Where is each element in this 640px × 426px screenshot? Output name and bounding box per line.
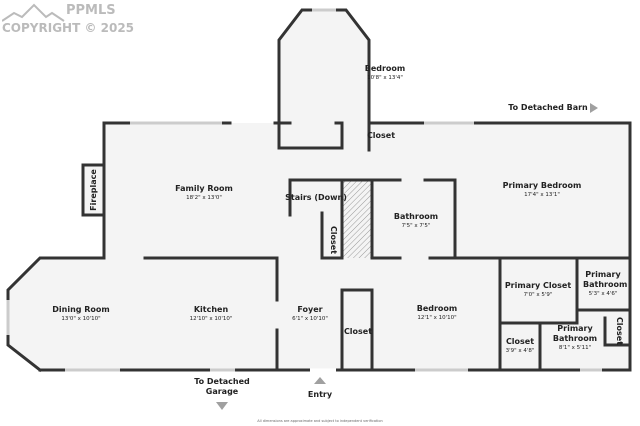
room-bedroom-upper: Bedroom 10'8" x 13'4" bbox=[365, 64, 406, 82]
room-dims: 17'4" x 13'1" bbox=[524, 192, 560, 198]
entry-label: Entry bbox=[307, 390, 333, 399]
fireplace: Fireplace bbox=[89, 169, 99, 211]
room-stair-closet: Closet bbox=[328, 226, 338, 254]
room-dims: 5'3" x 4'6" bbox=[588, 291, 618, 297]
room-family-room: Family Room 18'2" x 13'0" bbox=[175, 184, 233, 202]
room-dims: 8'1" x 5'11" bbox=[558, 345, 592, 351]
room-dims: 12'10" x 10'10" bbox=[189, 316, 233, 322]
room-bath-closet: Closet bbox=[614, 317, 624, 345]
room-bathroom: Bathroom 7'5" x 7'5" bbox=[394, 212, 438, 230]
room-name: Stairs (Down) bbox=[285, 193, 347, 202]
room-dims: 6'1" x 10'10" bbox=[292, 316, 328, 322]
watermark-brand: PPMLS bbox=[66, 3, 116, 18]
room-dims: 7'0" x 5'9" bbox=[523, 292, 553, 298]
barn-arrow-icon bbox=[590, 103, 598, 113]
room-dims: 13'0" x 10'10" bbox=[61, 316, 101, 322]
room-closet-upper: Closet bbox=[367, 131, 395, 141]
room-stairs: Stairs (Down) bbox=[285, 193, 347, 203]
room-dims: 18'2" x 13'0" bbox=[186, 195, 222, 201]
room-name: Primary Bathroom bbox=[552, 324, 598, 343]
barn-label: To Detached Barn bbox=[508, 103, 588, 112]
room-name: Primary Closet bbox=[504, 281, 572, 290]
room-bedroom-lower: Bedroom 12'1" x 10'10" bbox=[417, 304, 458, 322]
garage-arrow-icon bbox=[216, 402, 228, 410]
room-name: Kitchen bbox=[193, 305, 229, 314]
room-name: Primary Bedroom bbox=[502, 181, 582, 190]
room-dims: 3'9" x 4'8" bbox=[505, 348, 535, 354]
room-kitchen: Kitchen 12'10" x 10'10" bbox=[190, 305, 233, 323]
room-name: Family Room bbox=[175, 184, 233, 193]
room-primary-bathroom: Primary Bathroom 8'1" x 5'11" bbox=[550, 324, 600, 352]
room-name: Dining Room bbox=[52, 305, 110, 314]
room-primary-bedroom: Primary Bedroom 17'4" x 13'1" bbox=[503, 181, 582, 199]
room-name: Foyer bbox=[297, 305, 323, 314]
room-name: Bedroom bbox=[364, 64, 406, 73]
garage-label: To Detached Garage bbox=[194, 377, 250, 396]
room-name: Closet bbox=[505, 337, 535, 346]
room-foyer: Foyer 6'1" x 10'10" bbox=[292, 305, 328, 323]
room-dims: 10'8" x 13'4" bbox=[367, 75, 403, 81]
room-dims: 7'5" x 7'5" bbox=[401, 223, 431, 229]
mountain-logo-icon bbox=[2, 3, 65, 22]
room-name: Closet bbox=[343, 327, 373, 336]
room-primary-bathroom-small: Primary Bathroom 5'3" x 4'6" bbox=[583, 270, 628, 298]
watermark-copyright: COPYRIGHT © 2025 bbox=[2, 21, 135, 35]
room-name: Closet bbox=[329, 225, 338, 255]
room-primary-closet: Primary Closet 7'0" x 5'9" bbox=[505, 281, 571, 299]
room-name: Closet bbox=[615, 316, 624, 346]
room-foyer-closet: Closet bbox=[344, 327, 372, 337]
room-name: Fireplace bbox=[89, 169, 98, 211]
room-dims: 12'1" x 10'10" bbox=[417, 315, 457, 321]
disclaimer: All dimensions are approximate and subje… bbox=[257, 419, 383, 423]
room-name: Bathroom bbox=[393, 212, 439, 221]
room-name: Primary Bathroom bbox=[583, 270, 628, 289]
room-name: Closet bbox=[366, 131, 396, 140]
room-dining-room: Dining Room 13'0" x 10'10" bbox=[52, 305, 110, 323]
room-name: Bedroom bbox=[416, 304, 458, 313]
room-closet-small: Closet 3'9" x 4'8" bbox=[506, 337, 535, 355]
entry-arrow-icon bbox=[314, 377, 326, 384]
